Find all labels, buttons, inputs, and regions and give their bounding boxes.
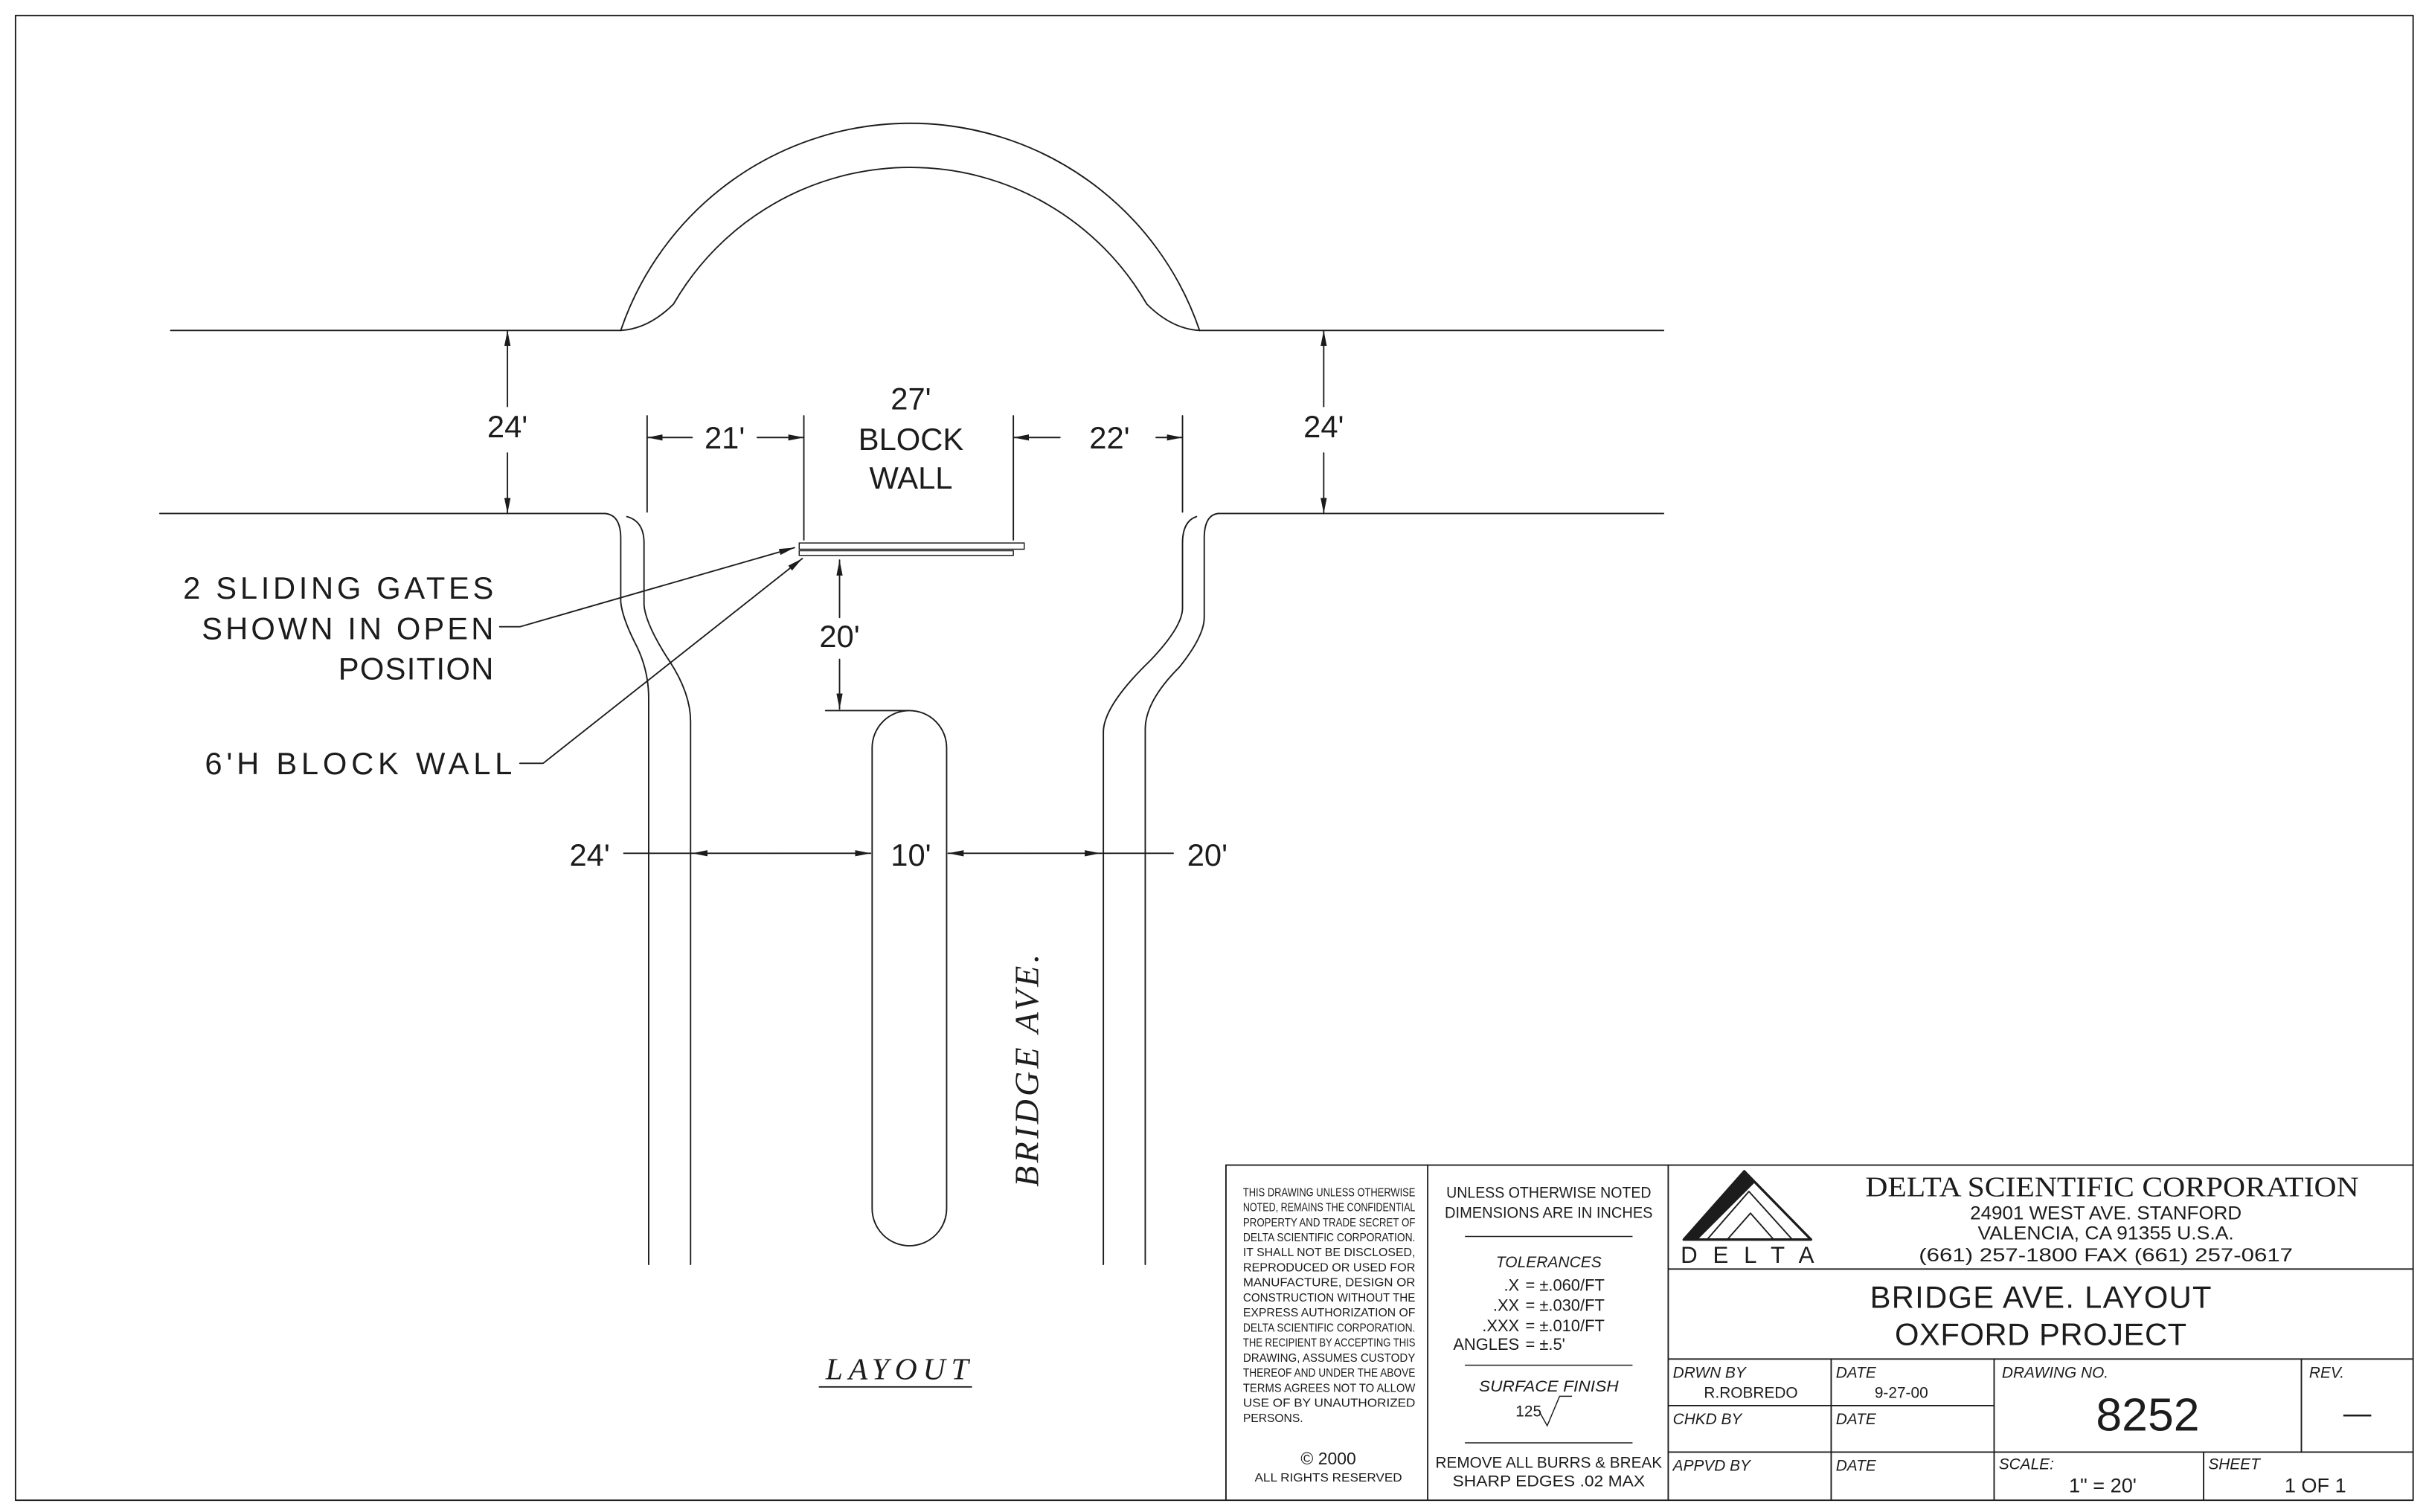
- delta-logo-stripe: [1726, 1212, 1775, 1241]
- edge-note-line1: REMOVE ALL BURRS & BREAK: [1436, 1454, 1663, 1471]
- callout-gates-line2: SHOWN IN OPEN: [202, 611, 493, 646]
- sheet-value: 1 OF 1: [2285, 1474, 2346, 1497]
- wall-label-line1: BLOCK: [859, 422, 964, 457]
- confidential-notice: THIS DRAWING UNLESS OTHERWISE NOTED, REM…: [1243, 1186, 1416, 1484]
- drawing-number-label: DRAWING NO.: [2002, 1364, 2108, 1381]
- notice-line: THE RECIPIENT BY ACCEPTING THIS: [1243, 1337, 1416, 1350]
- surface-finish-heading: SURFACE FINISH: [1479, 1378, 1620, 1395]
- tolerances-heading: TOLERANCES: [1496, 1254, 1602, 1271]
- left-curb-outer: [604, 512, 649, 1266]
- notice-line: DELTA SCIENTIFIC CORPORATION.: [1243, 1232, 1416, 1244]
- callout-gates-line1: 2 SLIDING GATES: [183, 570, 493, 605]
- scale-value: 1" = 20': [2069, 1474, 2137, 1497]
- callout-block-wall: 6'H BLOCK WALL: [205, 746, 512, 781]
- revision-value: —: [2343, 1397, 2372, 1429]
- dim-left-lane: 24': [569, 837, 609, 872]
- tolerance-label: .XX: [1493, 1296, 1520, 1315]
- delta-logo-outline: [1682, 1170, 1812, 1241]
- copyright: © 2000: [1300, 1449, 1355, 1468]
- surface-finish-symbol-icon: [1538, 1395, 1573, 1427]
- site-plan: [158, 122, 1665, 1266]
- right-curb-inner: [1103, 515, 1198, 1266]
- rights-reserved: ALL RIGHTS RESERVED: [1255, 1472, 1402, 1484]
- dim-road-width-right: 24': [1303, 409, 1344, 444]
- general-note-line2: DIMENSIONS ARE IN INCHES: [1445, 1204, 1653, 1221]
- dim-wall-to-median: 20': [819, 619, 859, 654]
- block-wall: [798, 542, 1025, 550]
- tolerance-label: .X: [1504, 1276, 1519, 1295]
- general-note-line1: UNLESS OTHERWISE NOTED: [1446, 1184, 1651, 1201]
- checked-date-label: DATE: [1836, 1411, 1877, 1428]
- notice-line: PERSONS.: [1243, 1412, 1303, 1425]
- turnaround-outer-arc: [620, 122, 1201, 332]
- scale-label: SCALE:: [1999, 1455, 2054, 1473]
- tolerance-value: = ±.060/FT: [1526, 1276, 1605, 1295]
- tolerance-value: = ±.5': [1526, 1335, 1565, 1354]
- surface-finish-value: 125: [1515, 1403, 1541, 1420]
- notice-line: CONSTRUCTION WITHOUT THE: [1243, 1292, 1416, 1304]
- sliding-gates: [798, 550, 1014, 556]
- company-name: DELTA SCIENTIFIC CORPORATION: [1865, 1172, 2358, 1203]
- company-address-2: VALENCIA, CA 91355 U.S.A.: [1978, 1223, 2234, 1244]
- tolerance-value: = ±.030/FT: [1526, 1296, 1605, 1315]
- company-phone: (661) 257-1800 FAX (661) 257-0617: [1919, 1245, 2293, 1266]
- left-curb-inner: [626, 515, 692, 1266]
- company-address-1: 24901 WEST AVE. STANFORD: [1970, 1203, 2242, 1224]
- notice-line: IT SHALL NOT BE DISCLOSED,: [1243, 1246, 1416, 1259]
- right-curb-outer: [1144, 512, 1219, 1266]
- leader-gates: [498, 547, 795, 628]
- approved-date-label: DATE: [1836, 1458, 1877, 1475]
- center-median: [871, 710, 948, 1246]
- notice-line: DELTA SCIENTIFIC CORPORATION.: [1243, 1322, 1416, 1334]
- dim-right-lane: 20': [1187, 837, 1228, 872]
- dim-right-offset: 22': [1089, 420, 1129, 455]
- notice-line: MANUFACTURE, DESIGN OR: [1243, 1277, 1416, 1290]
- dim-median-width: 10': [891, 837, 931, 872]
- tolerance-notes: UNLESS OTHERWISE NOTED DIMENSIONS ARE IN…: [1436, 1184, 1663, 1490]
- callout-gates-line3: POSITION: [338, 652, 494, 686]
- notice-line: NOTED, REMAINS THE CONFIDENTIAL: [1243, 1202, 1416, 1215]
- edge-note-line2: SHARP EDGES .02 MAX: [1452, 1473, 1645, 1490]
- notice-line: THEREOF AND UNDER THE ABOVE: [1243, 1367, 1416, 1380]
- notice-line: PROPERTY AND TRADE SECRET OF: [1243, 1217, 1416, 1229]
- drawn-date-value: 9-27-00: [1875, 1384, 1928, 1401]
- delta-logo-stripe: [1706, 1191, 1794, 1241]
- approved-by-label: APPVD BY: [1672, 1458, 1752, 1475]
- dim-left-offset: 21': [705, 420, 745, 455]
- wall-label-line2: WALL: [869, 460, 952, 495]
- tolerance-value: = ±.010/FT: [1526, 1316, 1605, 1335]
- notice-line: DRAWING, ASSUMES CUSTODY: [1243, 1352, 1416, 1365]
- tolerance-label: ANGLES: [1453, 1335, 1519, 1354]
- tolerance-label: .XXX: [1482, 1316, 1519, 1335]
- checked-by-label: CHKD BY: [1673, 1411, 1744, 1428]
- revision-label: REV.: [2309, 1364, 2344, 1381]
- delta-logo-icon: [1684, 1171, 1756, 1240]
- title-block: THIS DRAWING UNLESS OTHERWISE NOTED, REM…: [1225, 1164, 2414, 1502]
- drawing-number-value: 8252: [2096, 1389, 2199, 1441]
- notice-line: EXPRESS AUTHORIZATION OF: [1243, 1307, 1416, 1319]
- notice-line: TERMS AGREES NOT TO ALLOW: [1243, 1382, 1416, 1394]
- sheet-label: SHEET: [2208, 1455, 2261, 1473]
- dimensions: 24' 24' 21' 22' 27' BLOCK WALL 20' 24' 1…: [487, 329, 1344, 872]
- dim-road-width-left: 24': [487, 409, 527, 444]
- drawing-title-line1: BRIDGE AVE. LAYOUT: [1870, 1279, 2212, 1314]
- drawn-date-label: DATE: [1836, 1364, 1877, 1381]
- sheet-border: [14, 14, 2414, 1502]
- notice-line: USE OF BY UNAUTHORIZED: [1243, 1397, 1416, 1410]
- drawing-title-line2: OXFORD PROJECT: [1895, 1317, 2186, 1352]
- notice-line: REPRODUCED OR USED FOR: [1243, 1261, 1416, 1274]
- notice-line: THIS DRAWING UNLESS OTHERWISE: [1243, 1186, 1416, 1199]
- leader-block-wall: [519, 558, 803, 765]
- dim-wall-length: 27': [891, 382, 931, 416]
- turnaround-inner-arc: [620, 167, 1201, 332]
- drawn-by-label: DRWN BY: [1673, 1364, 1748, 1381]
- drawn-by-value: R.ROBREDO: [1704, 1384, 1797, 1401]
